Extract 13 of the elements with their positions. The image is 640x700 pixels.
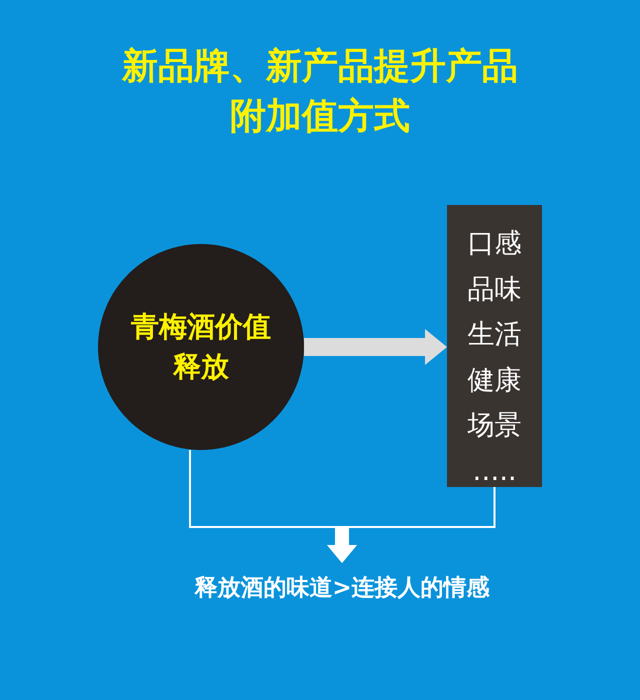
block-arrow — [304, 329, 447, 365]
list-item: ….. — [471, 454, 518, 488]
circle-label: 青梅酒价值释放 — [130, 309, 272, 385]
arrow-shaft — [335, 528, 349, 546]
list-item: 品味 — [466, 272, 522, 306]
list-item: 生活 — [466, 318, 522, 352]
connector-arrow — [327, 487, 496, 563]
list-item: 健康 — [466, 364, 522, 398]
list-item: 场景 — [466, 409, 522, 443]
list-item: 口感 — [466, 227, 522, 261]
list-box — [447, 205, 542, 487]
title: 新品牌、新产品提升产品附加值方式 — [120, 45, 519, 139]
result-text: 释放酒的味道>连接人的情感 — [194, 574, 490, 603]
